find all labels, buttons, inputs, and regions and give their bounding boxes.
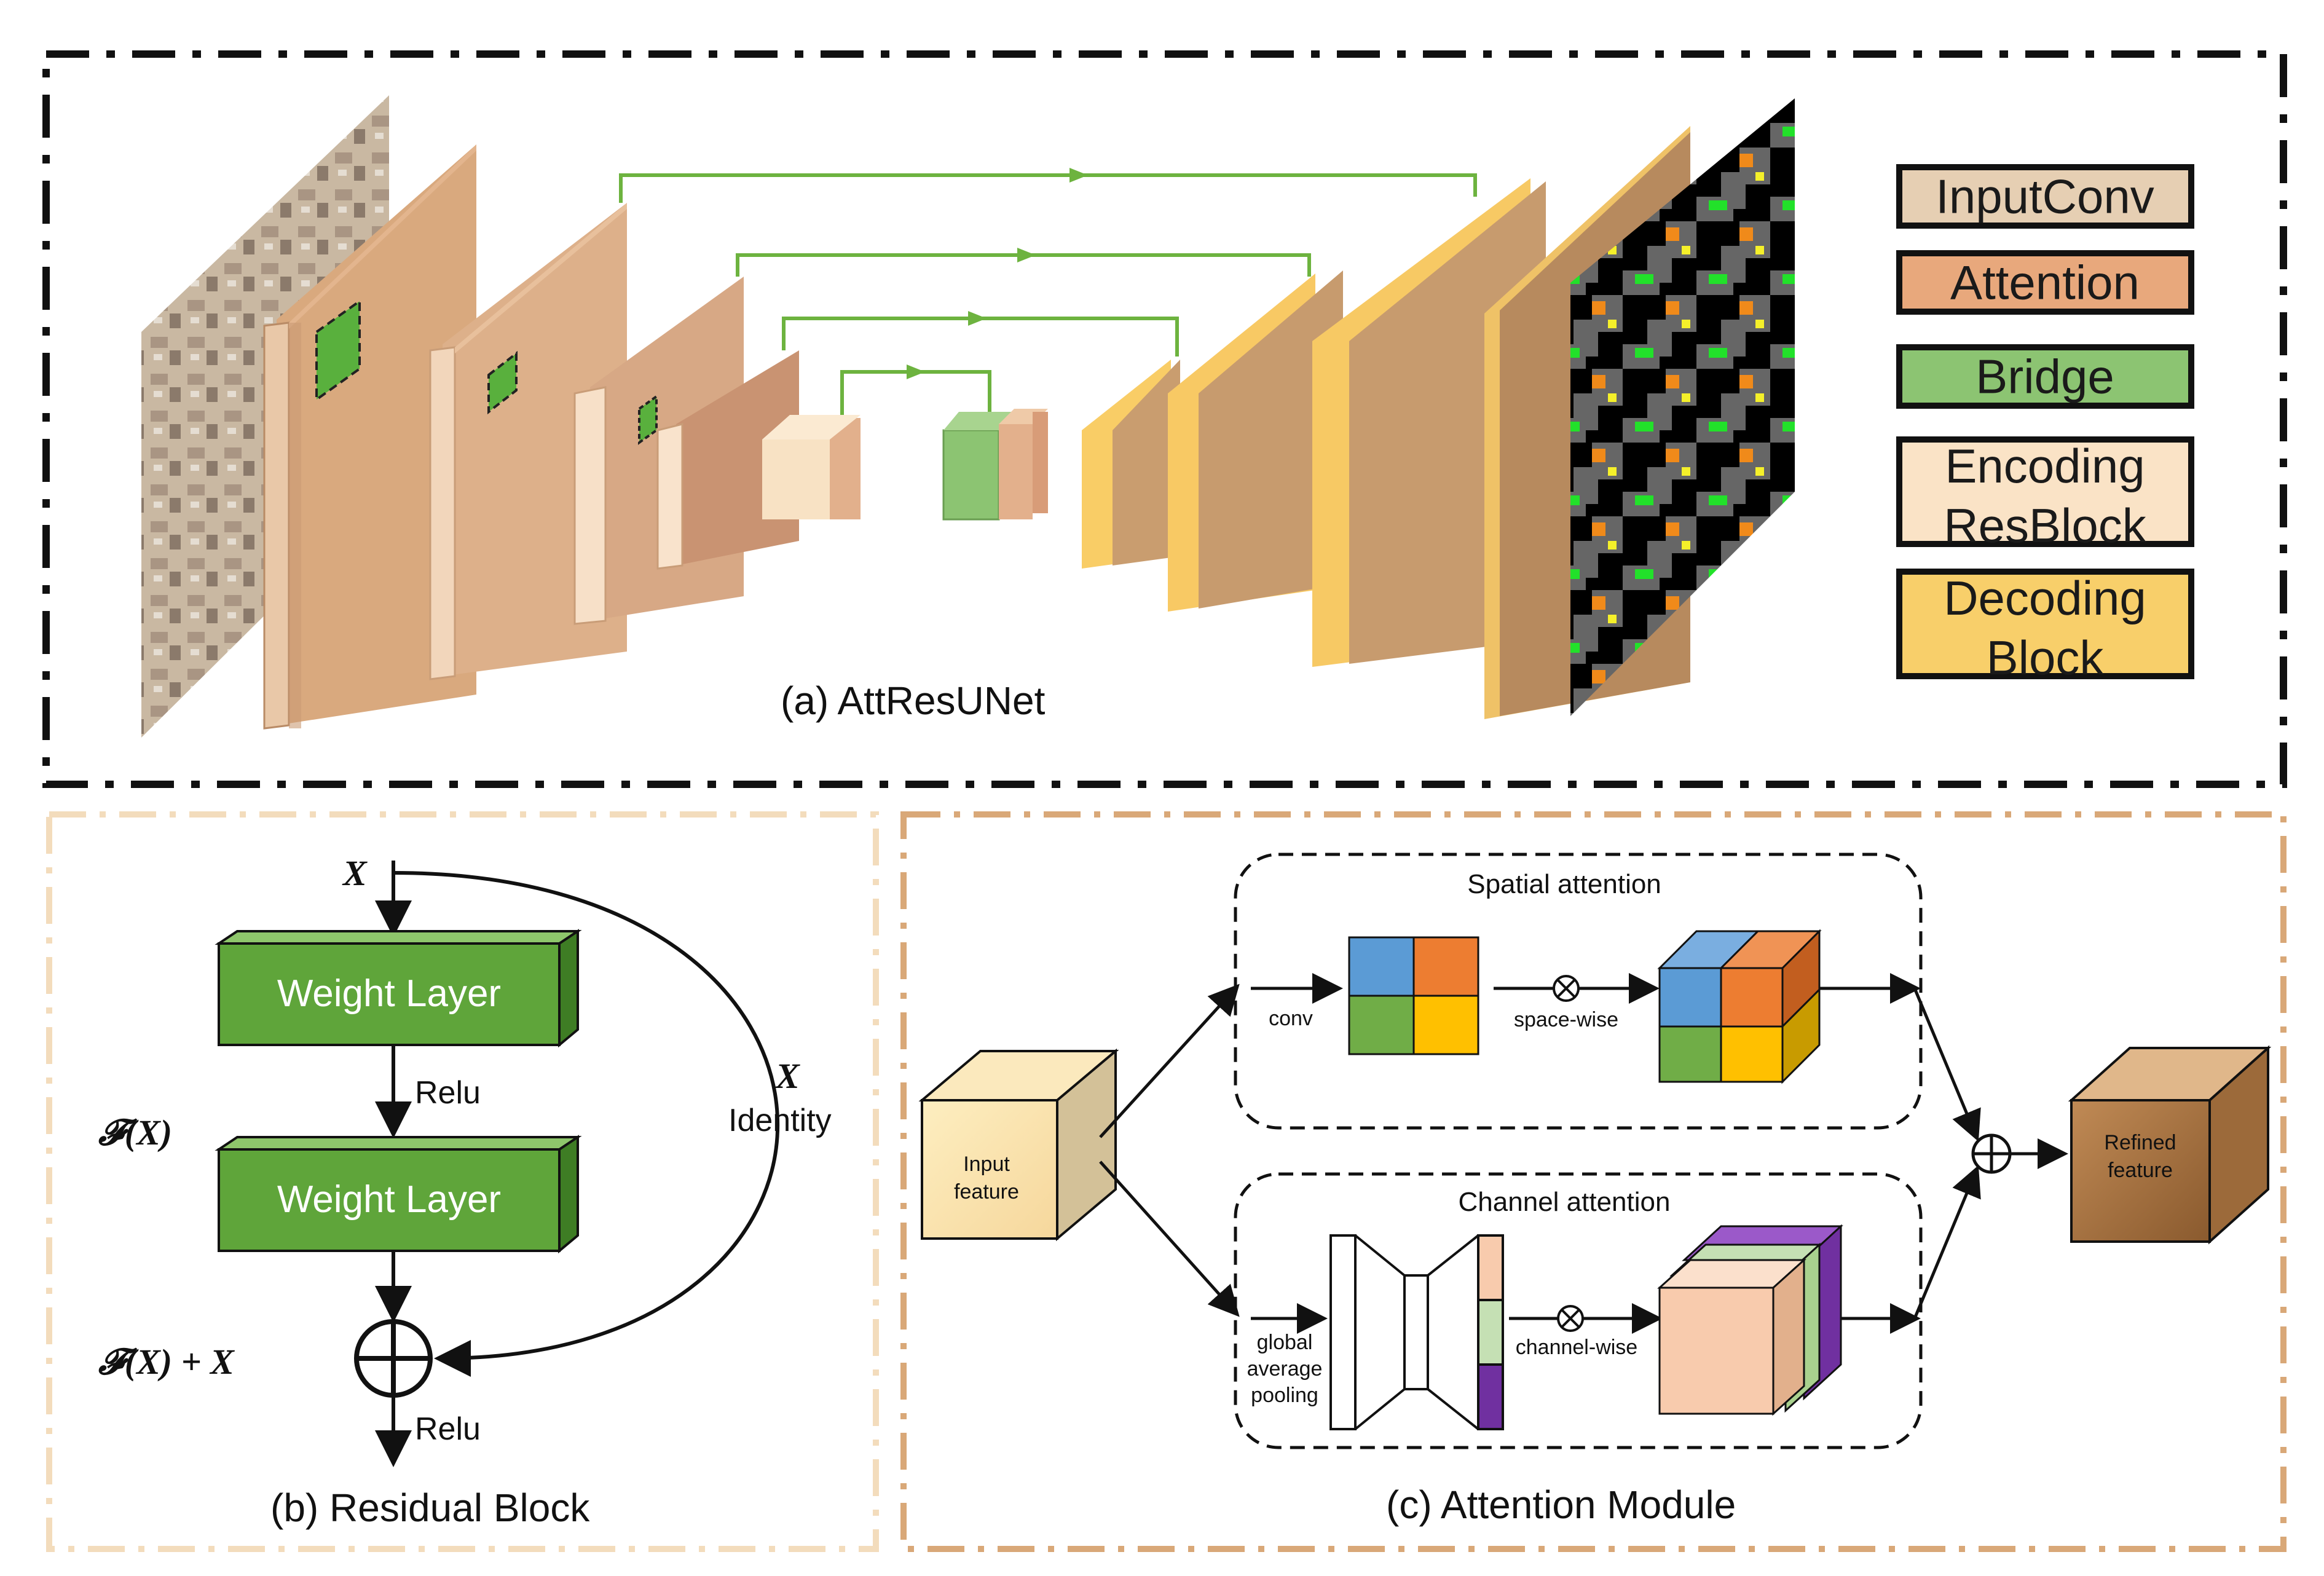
branch-arrow-channel xyxy=(1099,1160,1240,1317)
caption-c: (c) Attention Module xyxy=(1386,1483,1736,1527)
merge-line-bottom xyxy=(1913,1165,1981,1319)
legend-label-3: Bridge xyxy=(1975,350,2114,404)
spatial-attention-box xyxy=(1234,853,1923,1130)
fx-plus-x-label: 𝓕(X) + X xyxy=(98,1342,235,1382)
fx-label: 𝓕(X) xyxy=(98,1113,172,1152)
legend-box-4 xyxy=(1896,436,2194,547)
identity-x-label: X xyxy=(774,1056,800,1096)
skip-connections xyxy=(619,168,1477,415)
legend: InputConvAttentionBridgeEncodingResBlock… xyxy=(1896,164,2194,685)
weight-layer-1-label: Weight Layer xyxy=(277,972,501,1015)
input-x-label: X xyxy=(342,853,368,893)
channel-wise-multiply xyxy=(1557,1305,1584,1332)
merge-sum-node xyxy=(1971,1133,2012,1174)
decoder-block-1 xyxy=(1082,360,1180,569)
encoder-block-4 xyxy=(762,415,861,519)
identity-skip-curve xyxy=(393,871,780,1377)
channel-attention-box xyxy=(1234,1172,1923,1449)
relu-label-1: Relu xyxy=(415,1075,481,1111)
input-feature-label-1: Input xyxy=(963,1152,1010,1176)
channel-weight-vector xyxy=(1477,1234,1504,1430)
legend-box-1 xyxy=(1896,164,2194,229)
legend-label-2: Attention xyxy=(1950,256,2140,310)
receptive-field-3 xyxy=(638,394,658,445)
refined-feature-label-1: Refined xyxy=(2104,1131,2176,1154)
relu-label-2: Relu xyxy=(415,1411,481,1447)
identity-label: Identity xyxy=(728,1103,832,1138)
gap-label-1: global xyxy=(1257,1331,1313,1354)
channel-mlp-bottleneck xyxy=(1329,1234,1479,1430)
legend-box-5 xyxy=(1896,569,2194,679)
legend-label-5-2: Block xyxy=(1987,631,2105,685)
input-feature-cube: Input feature xyxy=(918,1048,1119,1242)
panel-a-frame xyxy=(42,50,2287,788)
input-conv-block xyxy=(263,144,476,730)
caption-a: (a) AttResUNet xyxy=(781,679,1046,723)
channel-attention-title: Channel attention xyxy=(1459,1187,1671,1217)
caption-b: (b) Residual Block xyxy=(270,1486,590,1530)
space-wise-label: space-wise xyxy=(1514,1008,1618,1031)
sum-node xyxy=(354,1319,433,1398)
panel-b-frame xyxy=(46,811,879,1552)
conv-label: conv xyxy=(1269,1007,1313,1030)
receptive-field-2 xyxy=(487,350,518,415)
segmentation-output-map xyxy=(1570,98,1795,716)
legend-label-4-2: ResBlock xyxy=(1944,498,2146,553)
legend-box-3 xyxy=(1896,344,2194,409)
spatial-attended-cube xyxy=(1657,929,1822,1084)
spatial-attention-title: Spatial attention xyxy=(1467,869,1661,899)
legend-label-5-1: Decoding xyxy=(1944,571,2146,625)
legend-label-4-1: Encoding xyxy=(1945,439,2145,493)
weight-layer-2: Weight Layer xyxy=(215,1135,582,1254)
input-feature-label-2: feature xyxy=(954,1180,1019,1204)
panel-c-frame xyxy=(900,811,2287,1552)
channel-attended-cube xyxy=(1657,1224,1843,1416)
branch-arrow-spatial xyxy=(1099,983,1240,1138)
gap-label-2: average xyxy=(1247,1357,1323,1381)
spatial-map-grid xyxy=(1348,936,1479,1055)
receptive-field-1 xyxy=(315,299,361,402)
refined-feature-label-2: feature xyxy=(2108,1159,2173,1182)
channel-wise-label: channel-wise xyxy=(1516,1336,1637,1359)
weight-layer-2-label: Weight Layer xyxy=(277,1178,501,1221)
gap-label-3: pooling xyxy=(1251,1384,1318,1407)
decoder-block-2 xyxy=(1168,270,1343,612)
space-wise-multiply xyxy=(1553,975,1580,1002)
refined-feature-cube: Refined feature xyxy=(2068,1045,2272,1245)
legend-label-1: InputConv xyxy=(1936,170,2154,224)
merge-line-top xyxy=(1913,988,1981,1142)
legend-box-2 xyxy=(1896,250,2194,315)
bridge-block xyxy=(942,409,1048,521)
weight-layer-1: Weight Layer xyxy=(215,929,582,1048)
